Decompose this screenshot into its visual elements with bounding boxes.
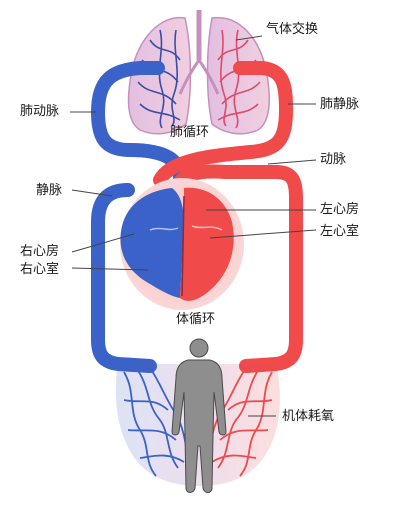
label-systemic-circulation: 体循环 <box>176 312 216 327</box>
heart <box>120 178 244 310</box>
label-pulmonary-vein: 肺静脉 <box>320 97 360 112</box>
leader-lines <box>70 35 317 417</box>
pulmonary-vein-vessel <box>153 61 294 187</box>
label-artery: 动脉 <box>320 152 347 167</box>
heart-valves <box>149 225 223 231</box>
heart-septum <box>181 195 185 297</box>
vena-cava-vessel <box>91 183 157 373</box>
bronchi <box>178 59 220 95</box>
label-tissue-oxygen-use: 机体耗氧 <box>282 409 335 424</box>
label-left-atrium: 左心房 <box>320 202 360 217</box>
label-vein: 静脉 <box>36 183 63 198</box>
aorta-vessel <box>171 164 303 373</box>
label-left-ventricle: 左心室 <box>320 224 360 239</box>
label-gas-exchange: 气体交换 <box>266 22 319 37</box>
heart-right-side <box>120 188 184 298</box>
human-silhouette <box>171 338 227 493</box>
heart-left-side <box>180 187 234 301</box>
pulmonary-artery-vessel <box>90 61 187 185</box>
label-right-ventricle: 右心室 <box>20 262 60 277</box>
label-right-atrium: 右心房 <box>20 244 60 259</box>
label-pulmonary-circulation: 肺循环 <box>170 125 210 140</box>
label-pulmonary-artery: 肺动脉 <box>20 104 60 119</box>
